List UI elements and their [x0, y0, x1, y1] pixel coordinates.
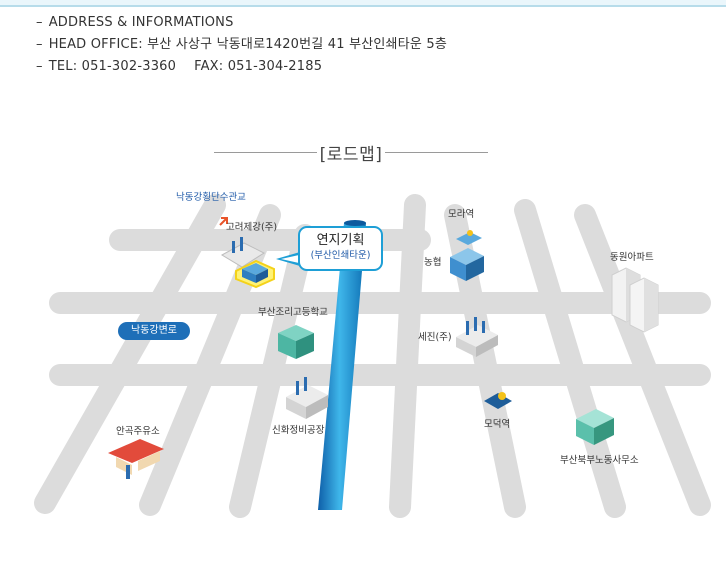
- address-heading-text: ADDRESS & INFORMATIONS: [48, 15, 234, 30]
- factory-icon: [286, 377, 328, 419]
- company-building-name: (부산인쇄타운): [310, 250, 371, 261]
- nonghyup-label: 농협: [424, 256, 441, 268]
- company-building-icon: [235, 259, 275, 289]
- subway-line-body: [318, 223, 366, 510]
- fax-text: FAX: 051-304-2185: [194, 59, 323, 74]
- labor-office-label: 부산북부노동사무소: [560, 455, 639, 466]
- roadmap-title: [로드맵]: [214, 140, 488, 165]
- office-building-icon: [576, 409, 614, 445]
- roadmap-title-text: [로드맵]: [319, 144, 383, 165]
- gas-station-icon: [108, 439, 164, 479]
- callout-tail-inner: [281, 255, 299, 263]
- road-name-badge: 낙동강변로: [118, 322, 190, 340]
- dongwon-apt-label: 동원아파트: [610, 252, 654, 263]
- road-diagonal-1: [34, 194, 226, 514]
- sejin-label: 세진(주): [418, 332, 452, 343]
- contact-info: –ADDRESS & INFORMATIONS –HEAD OFFICE: 부산…: [36, 12, 447, 78]
- subway-line-top: [344, 220, 366, 226]
- road-diagonal-6: [514, 199, 626, 518]
- goryeo-label: 고려제강(주): [226, 221, 277, 233]
- address-heading: –ADDRESS & INFORMATIONS: [36, 12, 447, 34]
- bullet-dash: –: [36, 15, 43, 30]
- road-vertical-4: [389, 194, 426, 518]
- sinhwa-label: 신화정비공장: [272, 425, 325, 436]
- road-diagonal-7: [574, 204, 711, 516]
- phone-fax-line: –TEL: 051-302-3360 FAX: 051-304-2185: [36, 56, 447, 78]
- morak-station-label: 모라역: [448, 209, 474, 220]
- tel-text: TEL: 051-302-3360: [48, 59, 177, 74]
- bullet-dash: –: [36, 59, 43, 74]
- head-office-text: HEAD OFFICE: 부산 사상구 낙동대로1420번길 41 부산인쇄타운…: [48, 37, 447, 52]
- school-icon: [278, 325, 314, 359]
- station-icon: [456, 230, 482, 245]
- station-icon: [484, 392, 512, 409]
- bank-building-icon: [450, 248, 484, 281]
- company-callout: 연지기획 (부산인쇄타운): [298, 226, 383, 271]
- school-label: 부산조리고등학교: [258, 307, 328, 318]
- arrow-up-right-icon: [219, 217, 228, 226]
- company-name: 연지기획: [316, 233, 365, 248]
- top-border-bar: [0, 0, 726, 7]
- bullet-dash: –: [36, 37, 43, 52]
- apartment-icon: [611, 267, 659, 333]
- modeok-station-label: 모덕역: [484, 419, 510, 430]
- toll-gate-label: 낙동강횡단수관교: [176, 191, 246, 203]
- title-rule-right: [385, 151, 488, 153]
- factory-icon: [220, 237, 266, 268]
- title-rule-left: [214, 151, 317, 153]
- subway-line: [318, 220, 366, 510]
- head-office-line: –HEAD OFFICE: 부산 사상구 낙동대로1420번길 41 부산인쇄타…: [36, 34, 447, 56]
- gas-station-label: 안곡주유소: [116, 426, 160, 437]
- factory-icon: [456, 317, 498, 357]
- road-map: 낙동강횡단수관교 고려제강(주) 모라역 농협 동원아파트 부산조리고등학교 세…: [34, 191, 711, 518]
